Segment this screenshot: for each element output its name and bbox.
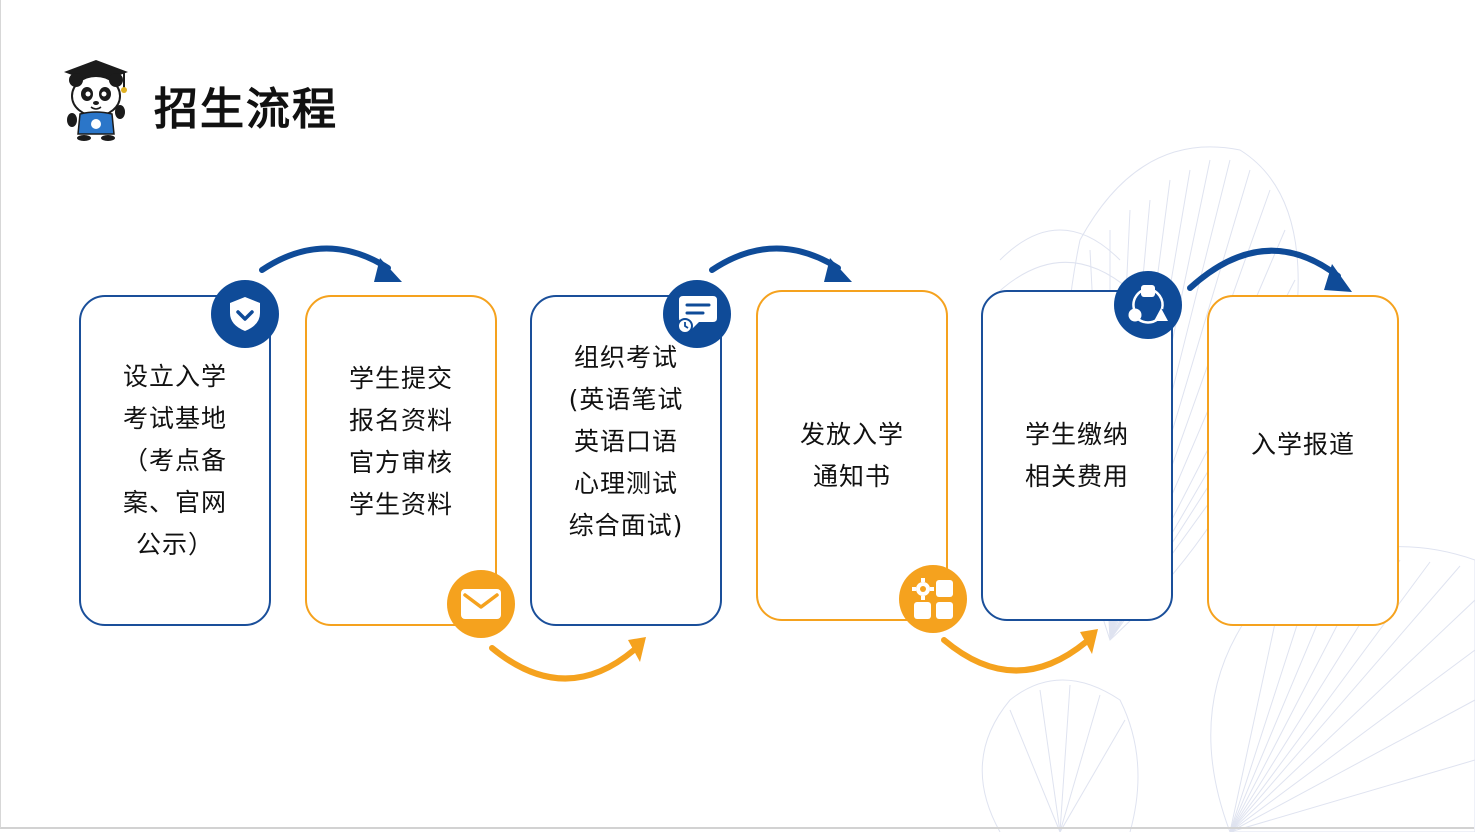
- arrow-step3-to-step4: [709, 245, 841, 273]
- step-2-box: 学生提交 报名资料 官方审核 学生资料: [305, 295, 497, 626]
- grid-gear-icon: [912, 578, 953, 619]
- badge-step-2: [447, 570, 515, 638]
- step-6-box: 入学报道: [1207, 295, 1399, 626]
- panda-mascot-logo: [64, 60, 128, 141]
- envelope-icon: [461, 589, 501, 619]
- arrow-step5-to-step6: [1187, 247, 1341, 291]
- arrowhead-1: [374, 258, 402, 282]
- arrowhead-2: [628, 637, 646, 662]
- step-5-box: 学生缴纳 相关费用: [981, 290, 1173, 621]
- network-icon: [1128, 285, 1168, 324]
- arrowhead-3: [824, 258, 852, 282]
- step-1-text: 设立入学 考试基地 （考点备 案、官网 公示）: [122, 361, 227, 559]
- badge-step-5: [1114, 271, 1182, 339]
- step-6-text: 入学报道: [1250, 429, 1355, 459]
- step-4-text: 发放入学 通知书: [799, 419, 904, 491]
- badge-step-1: [211, 280, 279, 348]
- badge-step-4: [899, 565, 967, 633]
- badge-step-3: [663, 280, 731, 348]
- step-5-text: 学生缴纳 相关费用: [1024, 419, 1129, 491]
- shield-check-icon: [230, 297, 260, 331]
- page-title: 招生流程: [154, 84, 338, 135]
- arrow-step1-to-step2: [259, 245, 391, 273]
- step-2-text: 学生提交 报名资料 官方审核 学生资料: [348, 363, 453, 519]
- chat-clock-icon: [677, 296, 717, 334]
- step-1-box: 设立入学 考试基地 （考点备 案、官网 公示）: [79, 295, 271, 626]
- step-4-box: 发放入学 通知书: [756, 290, 948, 621]
- arrow-step2-to-step3: [489, 645, 637, 682]
- arrowhead-4: [1080, 629, 1098, 654]
- arrow-step4-to-step5: [941, 637, 1089, 674]
- step-3-text: 组织考试 (英语笔试 英语口语 心理测试 综合面试): [568, 342, 684, 540]
- arrowhead-5: [1324, 264, 1352, 292]
- step-3-box: 组织考试 (英语笔试 英语口语 心理测试 综合面试): [530, 295, 722, 626]
